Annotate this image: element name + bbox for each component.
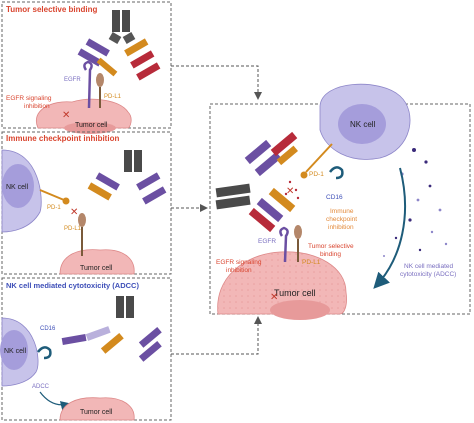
panel2-pd1 <box>62 197 70 205</box>
panel2-pd1-stalk <box>39 189 65 201</box>
summary-x-mark-bottom: ✕ <box>270 292 278 303</box>
summary-tumor-cell <box>217 251 347 320</box>
summary-pd1-stalk <box>305 143 333 173</box>
panel2-nk-label: NK cell <box>6 184 29 191</box>
summary-nk-cell <box>319 83 411 160</box>
summary-receptors <box>279 225 302 263</box>
arrow-panel3-to-summary <box>171 316 262 355</box>
summary-pd1-label: PD-1 <box>309 171 324 178</box>
summary-immune-checkpoint: Immune checkpoint inhibition <box>326 208 359 231</box>
summary-egfr-inhibition: EGFR signaling inhibition <box>216 259 263 274</box>
panel3-nk-cell <box>0 317 39 387</box>
panel1-receptors <box>83 60 104 109</box>
summary-adcc-particles <box>383 148 448 257</box>
panel2-antibody <box>87 150 167 205</box>
panel1-antibody <box>77 10 161 81</box>
summary-tumor-selective: Tumor selective binding <box>308 243 355 258</box>
arrow-panel1-to-summary <box>171 65 262 100</box>
summary-adcc-arrow <box>373 167 406 289</box>
summary-nk-mediated: NK cell mediated cytotoxicity (ADCC) <box>400 263 456 278</box>
summary-nk-label: NK cell <box>350 120 376 129</box>
summary-cd16-label: CD16 <box>326 194 343 201</box>
panel1-pdl1-label: PD-L1 <box>104 94 122 100</box>
summary-egfr-label: EGFR <box>258 238 276 245</box>
panel3-tumor-cell <box>59 397 135 421</box>
panel1-egfr-label: EGFR <box>64 77 81 83</box>
panel1-x-mark: ✕ <box>62 110 70 121</box>
panel3-antibody <box>61 296 162 362</box>
panel-tumor-selective-frame <box>1 1 172 129</box>
panel2-pdl1-label: PD-L1 <box>64 226 82 232</box>
panel2-x-mark: ✕ <box>70 207 78 218</box>
panel3-nk-label: NK cell <box>4 348 27 355</box>
summary-antibody <box>215 131 298 233</box>
panel3-cd16 <box>37 346 52 360</box>
panel3-cd16-label: CD16 <box>40 326 56 332</box>
panel2-pdl1 <box>78 213 86 227</box>
panel3-tumor-label: Tumor cell <box>80 409 113 416</box>
panel3-adcc-label: ADCC <box>32 384 50 390</box>
panel3-title: NK cell mediated cytotoxicity (ADCC) <box>6 281 139 290</box>
summary-cd16 <box>329 166 344 180</box>
panel2-nk-cell <box>1 149 42 233</box>
panel2-tumor-cell <box>59 249 135 275</box>
panel1-tumor-cell <box>35 98 132 134</box>
panel1-tumor-label: Tumor cell <box>75 122 108 129</box>
panel2-title: Immune checkpoint inhibition <box>6 134 119 143</box>
panel2-tumor-label: Tumor cell <box>80 265 113 272</box>
panel3-adcc-arrow <box>39 391 71 411</box>
summary-pd1 <box>300 171 308 179</box>
summary-tumor-label: Tumor cell <box>274 288 316 298</box>
summary-pdl1-label: PD-L1 <box>302 259 321 266</box>
panel1-title: Tumor selective binding <box>6 5 98 14</box>
panel2-pd1-label: PD-1 <box>47 205 61 211</box>
panel1-egfr-inhibition: EGFR signaling inhibition <box>6 95 53 110</box>
summary-scatter-dots <box>284 180 300 200</box>
summary-x-mark-top: ✕ <box>286 186 294 197</box>
